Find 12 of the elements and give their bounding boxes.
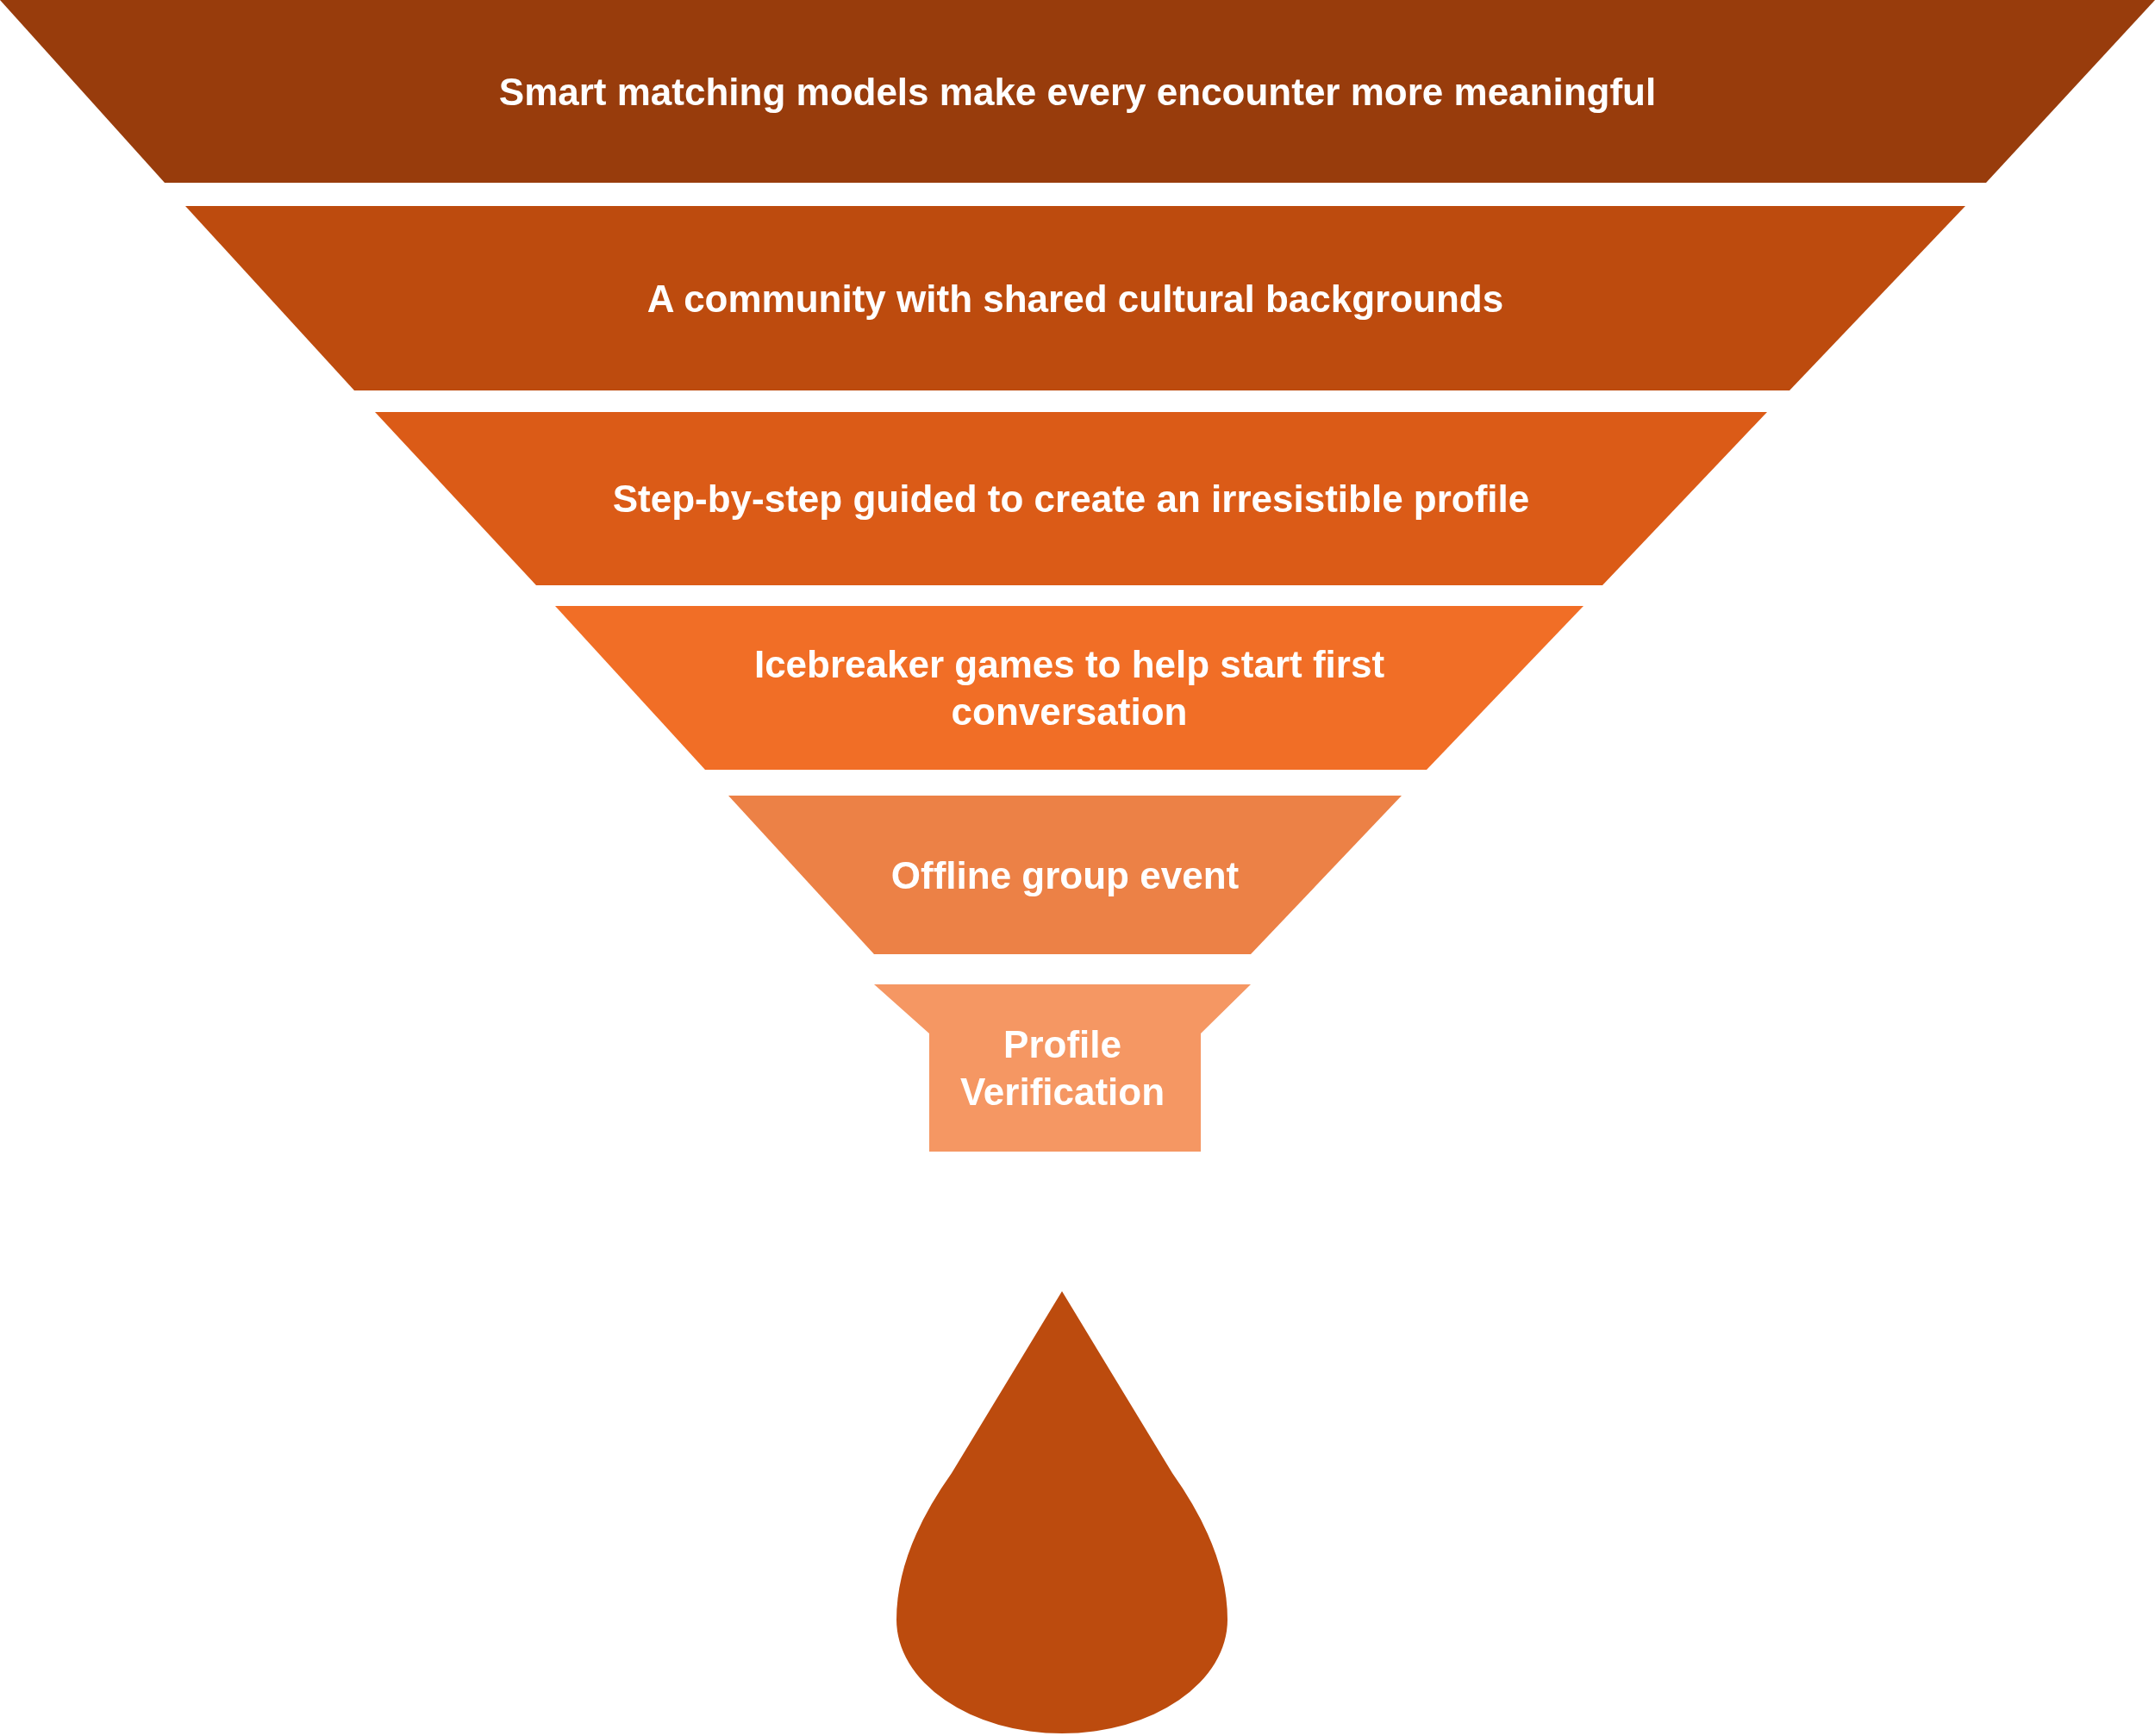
- funnel-layer: [728, 796, 1402, 954]
- funnel-layer: [555, 606, 1583, 770]
- layer-label: Icebreaker games to help start first conversation: [753, 642, 1386, 734]
- funnel-layer: [874, 984, 1251, 1152]
- layer-label: Offline group event: [890, 852, 1240, 898]
- funnel-layer: [0, 0, 2155, 183]
- funnel-layer: [375, 412, 1767, 585]
- layer-label: A community with shared cultural backgrounds: [646, 276, 1504, 322]
- layer-label: Step-by-step guided to create an irresistible profile: [612, 477, 1530, 521]
- layer-label: Smart matching models make every encounter more meaningful: [498, 69, 1657, 115]
- layer-label: Profile Verification: [959, 1022, 1166, 1115]
- funnel-layer: [185, 206, 1965, 390]
